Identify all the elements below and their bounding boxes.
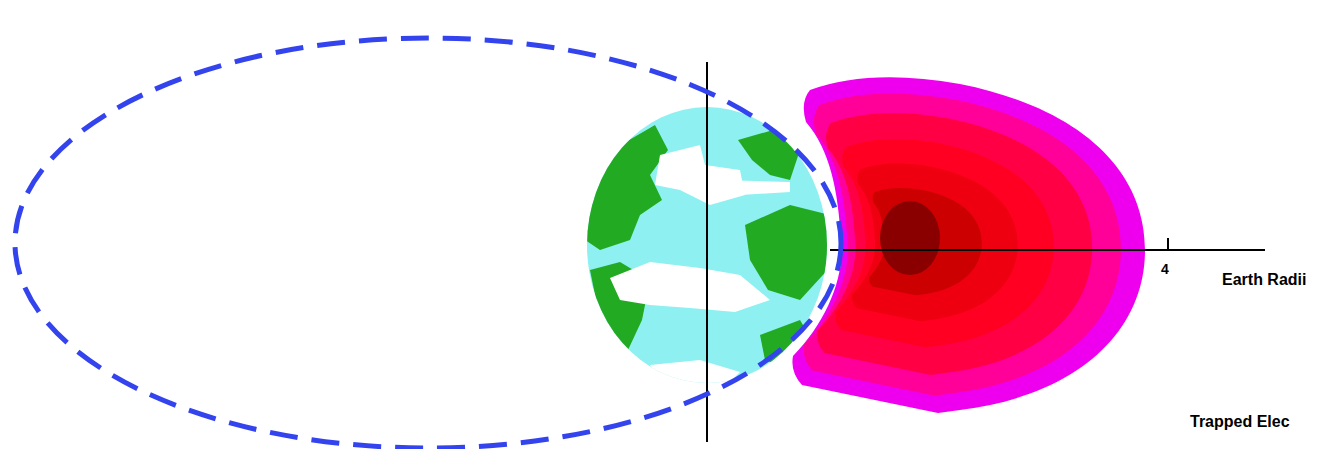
orbit-ellipse: [15, 38, 841, 448]
trapped-electron-belt: [792, 77, 1145, 413]
axes: [707, 62, 1265, 442]
axis-label: Earth Radii: [1222, 271, 1306, 289]
belt-label: Trapped Elec: [1190, 413, 1290, 431]
axis-tick-number: 4: [1161, 262, 1169, 277]
